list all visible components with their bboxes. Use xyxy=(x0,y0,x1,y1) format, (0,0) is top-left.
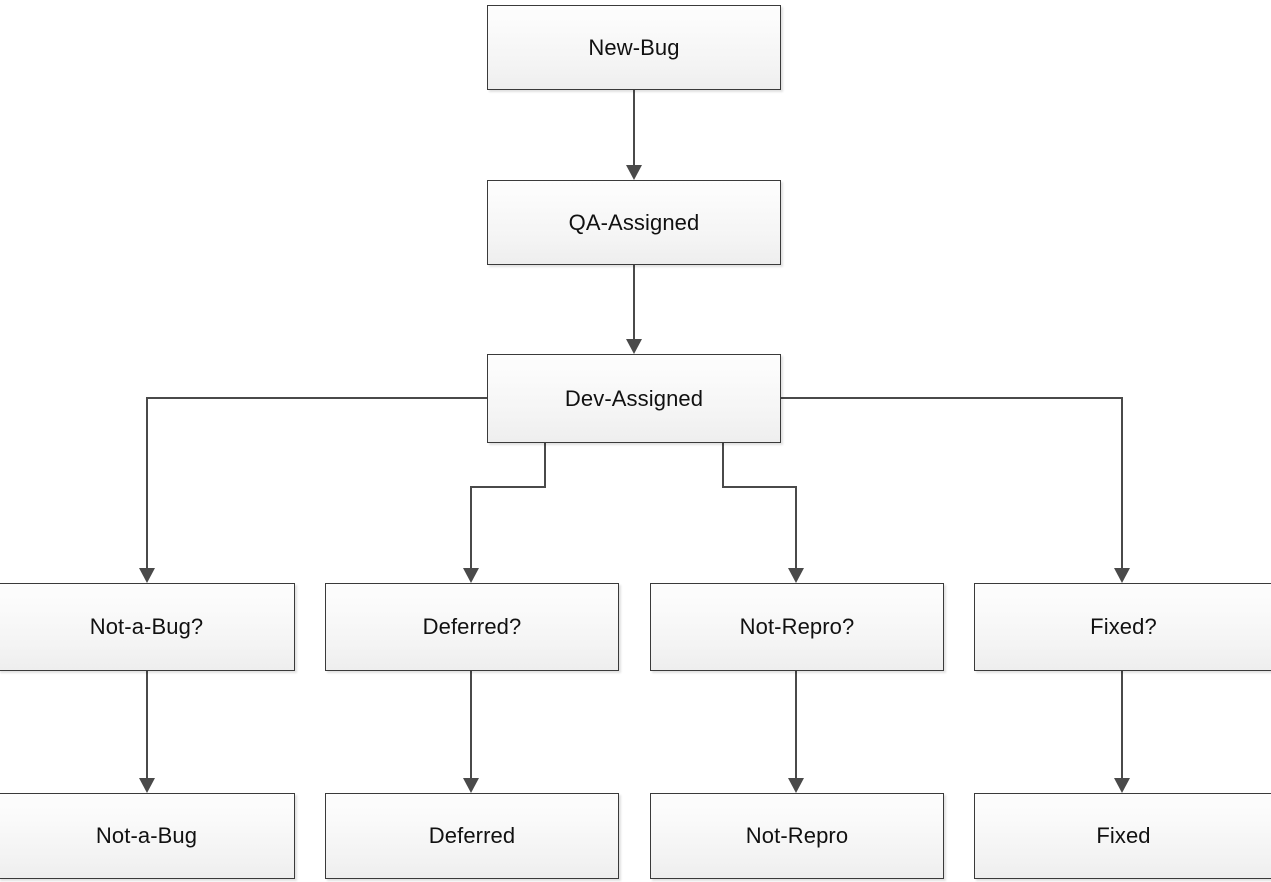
node-label-new-bug: New-Bug xyxy=(588,34,680,60)
node-fixed[interactable]: Fixed xyxy=(974,793,1271,879)
node-label-not-repro: Not-Repro xyxy=(745,823,849,848)
node-deferred[interactable]: Deferred xyxy=(325,793,619,879)
node-new-bug[interactable]: New-Bug xyxy=(487,5,781,90)
node-label-fixed: Fixed xyxy=(1096,823,1151,848)
arrowhead xyxy=(626,339,642,354)
node-deferred-q[interactable]: Deferred? xyxy=(325,583,619,671)
arrowhead xyxy=(1114,778,1130,793)
arrowhead xyxy=(788,778,804,793)
arrowhead xyxy=(463,778,479,793)
node-not-a-bug-q[interactable]: Not-a-Bug? xyxy=(0,583,295,671)
edge-dev-assigned-to-fixed-q xyxy=(781,397,1130,583)
node-dev-assigned[interactable]: Dev-Assigned xyxy=(487,354,781,443)
edge-deferred-q-to-deferred xyxy=(463,671,479,793)
arrowhead xyxy=(463,568,479,583)
arrowhead xyxy=(1114,568,1130,583)
edge-dev-assigned-to-not-repro-q xyxy=(722,443,804,583)
arrowhead xyxy=(788,568,804,583)
node-not-repro[interactable]: Not-Repro xyxy=(650,793,944,879)
edge-not-repro-q-to-not-repro xyxy=(788,671,804,793)
node-fixed-q[interactable]: Fixed? xyxy=(974,583,1271,671)
node-label-fixed-q: Fixed? xyxy=(1090,614,1157,639)
edge-dev-assigned-to-not-a-bug-q xyxy=(139,397,487,583)
edge-dev-assigned-to-deferred-q xyxy=(463,443,546,583)
edge-not-a-bug-q-to-not-a-bug xyxy=(139,671,155,793)
edge-fixed-q-to-fixed xyxy=(1114,671,1130,793)
node-label-qa-assigned: QA-Assigned xyxy=(568,209,700,235)
node-label-not-a-bug: Not-a-Bug xyxy=(95,823,198,848)
arrowhead xyxy=(139,568,155,583)
node-label-dev-assigned: Dev-Assigned xyxy=(564,385,704,411)
node-label-not-repro-q: Not-Repro? xyxy=(739,614,855,639)
arrowhead xyxy=(626,165,642,180)
node-label-deferred-q: Deferred? xyxy=(422,614,522,639)
node-not-a-bug[interactable]: Not-a-Bug xyxy=(0,793,295,879)
node-label-deferred: Deferred xyxy=(428,823,516,848)
node-label-not-a-bug-q: Not-a-Bug? xyxy=(89,614,204,639)
edge-qa-assigned-to-dev-assigned xyxy=(626,265,642,354)
node-qa-assigned[interactable]: QA-Assigned xyxy=(487,180,781,265)
edge-new-bug-to-qa-assigned xyxy=(626,90,642,180)
arrowhead xyxy=(139,778,155,793)
node-not-repro-q[interactable]: Not-Repro? xyxy=(650,583,944,671)
